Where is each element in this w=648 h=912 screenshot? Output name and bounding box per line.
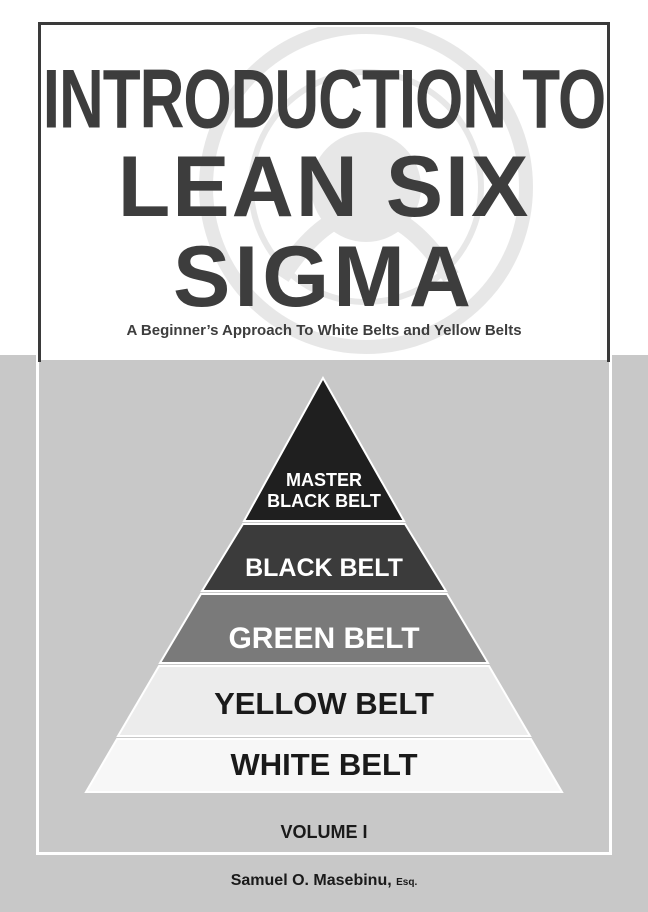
frame-left-connector: [38, 342, 41, 362]
author-suffix: Esq.: [396, 877, 418, 888]
white-belt-label: WHITE BELT: [230, 747, 418, 782]
volume-label: VOLUME I: [280, 822, 368, 842]
green-belt-label: GREEN BELT: [228, 622, 420, 655]
pyramid-level-black-belt: [200, 523, 448, 592]
lower-white-frame: [36, 355, 612, 855]
title-line-3: SIGMA: [173, 229, 475, 325]
master-label-line2: BLACK BELT: [267, 491, 381, 511]
watermark-seal-icon: [199, 27, 533, 354]
title-line-2: LEAN SIX: [117, 139, 531, 235]
pyramid-level-green-belt: [158, 593, 490, 664]
title-line-1: INTRODUCTION TO: [42, 53, 607, 147]
pyramid-level-yellow-belt: [116, 665, 532, 737]
frame-right-connector: [607, 342, 610, 362]
master-label-line1: MASTER: [286, 470, 362, 490]
author-name: Samuel O. Masebinu,: [230, 872, 392, 889]
pyramid-level-master-black-belt: [242, 375, 406, 522]
author-line: Samuel O. Masebinu, Esq.: [0, 872, 648, 890]
yellow-belt-label: YELLOW BELT: [214, 686, 434, 721]
title-frame: [38, 22, 610, 360]
black-belt-label: BLACK BELT: [245, 554, 403, 582]
master-black-belt-label: MASTER BLACK BELT: [244, 470, 404, 512]
pyramid-level-white-belt: [84, 738, 564, 793]
subtitle: A Beginner’s Approach To White Belts and…: [126, 322, 522, 339]
